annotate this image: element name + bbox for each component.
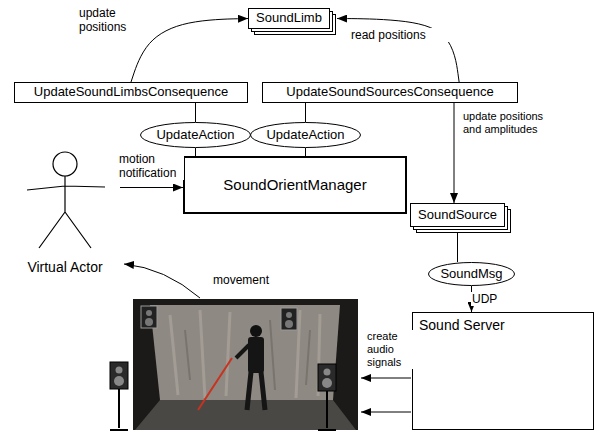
node-text: SoundMsg xyxy=(440,267,502,282)
installation-photo xyxy=(133,299,358,430)
connector xyxy=(195,103,196,122)
ellipse-outline xyxy=(429,263,515,286)
action-ellipse: SoundMsg xyxy=(428,262,515,286)
speaker-symbol xyxy=(110,362,128,430)
edge-label: update positions and amplitudes xyxy=(462,110,559,136)
stacked-class-box: SoundSource xyxy=(410,203,505,227)
photo-frame xyxy=(133,299,358,430)
edge-label: UDP xyxy=(471,292,513,306)
movement-arrow xyxy=(124,264,200,298)
person-body xyxy=(248,337,264,373)
stacked-class-box: SoundLimb xyxy=(248,8,330,29)
pointer-ray xyxy=(198,358,232,410)
speaker-symbol xyxy=(318,364,336,430)
audio-arrow xyxy=(361,378,411,379)
connector xyxy=(305,148,306,156)
class-box: UpdateSoundSourcesConsequence xyxy=(262,82,518,103)
ellipse-outline xyxy=(251,123,361,148)
annotation-label: create audio signals xyxy=(366,330,420,369)
person-head xyxy=(250,325,262,337)
node-text: UpdateSoundLimbsConsequence xyxy=(34,85,228,100)
connector xyxy=(337,19,459,83)
audio-arrow xyxy=(361,412,411,413)
node-text: SoundLimb xyxy=(256,11,322,26)
virtual-actor: Virtual Actor xyxy=(10,150,120,275)
node-text: Virtual Actor xyxy=(27,259,102,275)
ellipse-outline xyxy=(141,123,251,148)
node-text: UpdateAction xyxy=(266,128,344,143)
action-ellipse: UpdateAction xyxy=(250,122,361,148)
node-text: UpdateAction xyxy=(156,128,234,143)
edge-label: motion notification xyxy=(118,152,184,180)
node-text: SoundOrientManager xyxy=(223,176,366,193)
projection-wall xyxy=(150,305,340,400)
person-legs xyxy=(247,372,265,410)
class-box: UpdateSoundLimbsConsequence xyxy=(14,82,248,103)
stack-sheet xyxy=(411,204,505,227)
stack-sheet xyxy=(249,9,330,29)
connector xyxy=(195,148,196,156)
annotation-label: movement xyxy=(212,273,284,287)
person-arm xyxy=(236,345,249,358)
edge-label: update positions xyxy=(78,6,138,34)
edge-label: read positions xyxy=(350,28,452,42)
node-text: Sound Server xyxy=(419,317,505,333)
connector xyxy=(454,103,455,203)
speaker-symbol xyxy=(141,306,157,328)
node-text: UpdateSoundSourcesConsequence xyxy=(286,85,493,100)
connector xyxy=(305,103,306,122)
action-ellipse: UpdateAction xyxy=(140,122,251,148)
node-text: SoundSource xyxy=(418,208,497,223)
stick-figure xyxy=(27,152,105,248)
connector xyxy=(120,187,183,188)
manager-box: SoundOrientManager xyxy=(183,156,407,214)
speaker-symbol xyxy=(281,308,297,330)
server-box: Sound Server xyxy=(412,312,594,430)
actor-figure xyxy=(10,150,120,275)
connector xyxy=(131,19,248,83)
